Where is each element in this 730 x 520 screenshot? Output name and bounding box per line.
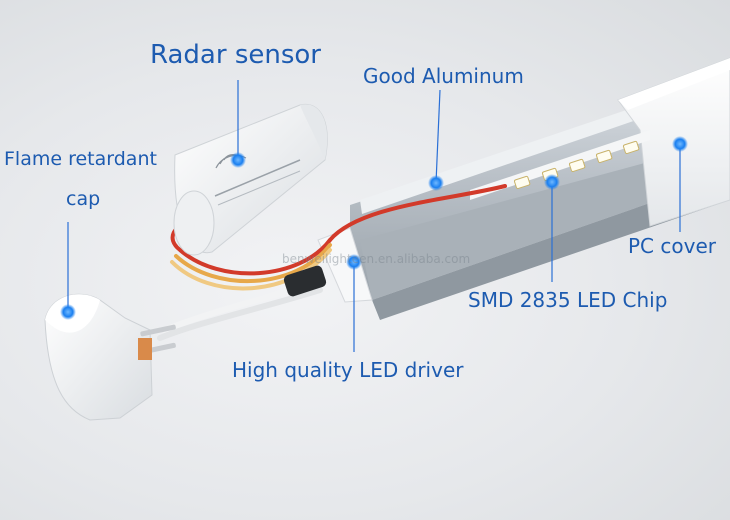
label-flame-retardant: Flame retardant	[4, 148, 157, 170]
label-good-aluminum: Good Aluminum	[363, 64, 524, 88]
watermark: benweilighteen.en.alibaba.com	[282, 252, 471, 266]
led-strip	[470, 130, 650, 200]
wires	[157, 184, 507, 341]
callouts	[60, 80, 688, 352]
label-smd-chip: SMD 2835 LED Chip	[468, 288, 668, 312]
callout-dot-pc	[672, 136, 688, 152]
callout-line-aluminum	[435, 89, 441, 184]
callout-dot-smd	[544, 174, 560, 190]
label-radar-sensor: Radar sensor	[150, 40, 321, 70]
label-led-driver: High quality LED driver	[232, 358, 464, 382]
callout-dot-radar	[230, 152, 246, 168]
callout-dot-aluminum	[428, 175, 444, 191]
label-cap: cap	[66, 188, 101, 210]
label-pc-cover: PC cover	[628, 234, 716, 258]
callout-dot-driver	[346, 254, 362, 270]
radar-sensor-module	[173, 103, 328, 256]
callout-dot-cap	[60, 304, 76, 320]
